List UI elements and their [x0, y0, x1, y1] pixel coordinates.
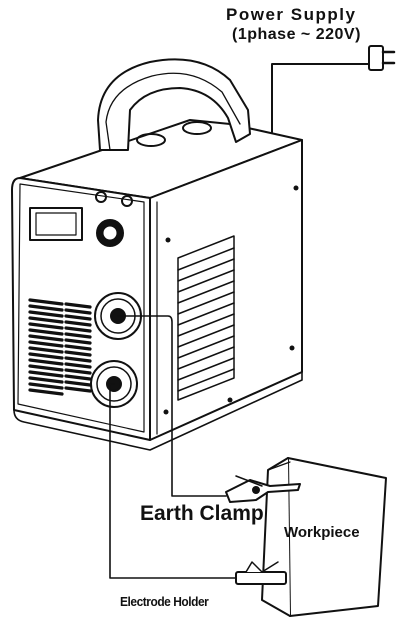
power-spec-label: (1phase ~ 220V) — [232, 26, 361, 44]
power-plug-icon — [369, 46, 394, 70]
electrode-holder-label: Electrode Holder — [120, 594, 208, 609]
workpiece-label: Workpiece — [284, 524, 360, 541]
control-knob — [97, 220, 123, 246]
side-vents — [178, 236, 234, 400]
power-supply-label: Power Supply — [226, 5, 356, 25]
power-cable — [272, 58, 374, 132]
earth-clamp-label: Earth Clamp — [140, 502, 264, 526]
welding-machine — [12, 120, 302, 450]
